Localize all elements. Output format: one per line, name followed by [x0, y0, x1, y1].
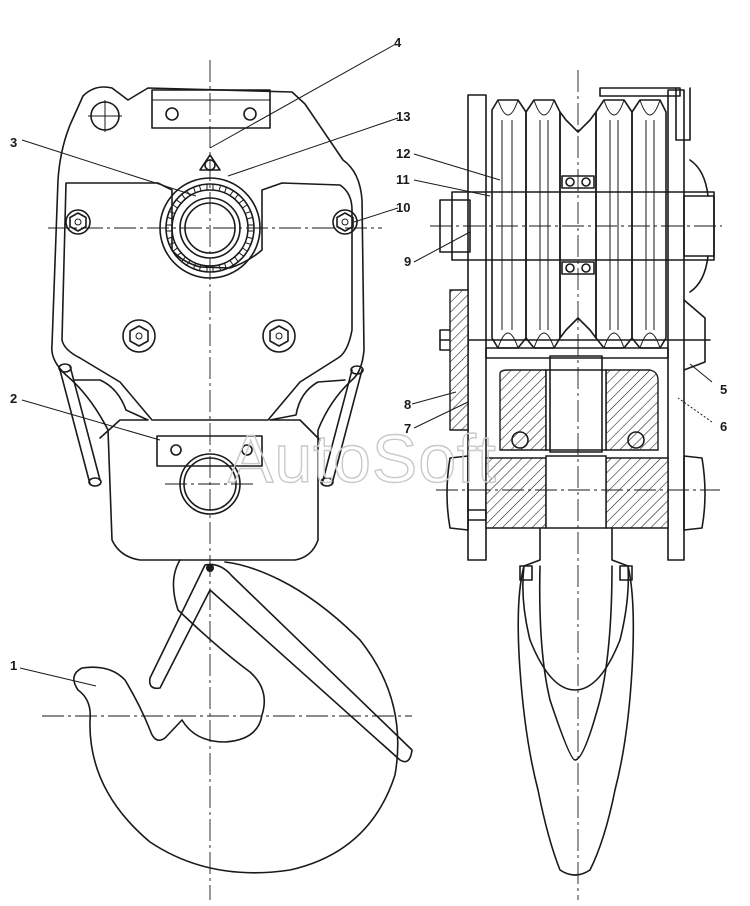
leader-lines [19, 44, 713, 687]
nut-tooth [181, 256, 191, 267]
nut-tooth [192, 262, 202, 272]
callout-6: 6 [720, 419, 727, 434]
nut-tooth [206, 183, 214, 191]
nut-icon [122, 319, 156, 353]
nut-tooth [229, 256, 239, 267]
side-view-centerlines [430, 70, 722, 900]
callout-8: 8 [404, 397, 411, 412]
callout-4: 4 [394, 35, 402, 50]
nut-tooth [218, 262, 228, 272]
callout-10: 10 [396, 200, 410, 215]
callout-11: 11 [396, 172, 410, 187]
front-view-centerlines [42, 60, 412, 900]
right-side-plate [667, 89, 685, 561]
callout-1: 1 [10, 658, 17, 673]
nut-icon [65, 209, 91, 235]
watermark-text: AutoSoft [228, 421, 497, 497]
nut-tooth [244, 210, 254, 220]
nut-tooth [244, 236, 254, 246]
callout-labels: 1 2 3 4 13 10 12 11 9 8 7 5 6 [10, 35, 727, 673]
side-section-view [439, 87, 715, 876]
hook-shank-side [517, 527, 635, 876]
callout-3: 3 [10, 135, 17, 150]
guard-rod-left [58, 363, 149, 487]
nut-tooth [238, 199, 249, 209]
inner-cheek-outline [61, 182, 353, 421]
safety-latch [148, 563, 413, 763]
callout-9: 9 [404, 254, 411, 269]
nut-tooth [238, 247, 249, 257]
cheek-plate-outline [50, 86, 365, 561]
bolt-icon [165, 107, 179, 121]
hook-body [73, 559, 399, 874]
sheave-stack [491, 99, 667, 349]
callout-2: 2 [10, 391, 17, 406]
nut-tooth [229, 189, 239, 200]
nut-tooth [218, 184, 228, 194]
callout-13: 13 [396, 109, 410, 124]
callout-5: 5 [720, 382, 727, 397]
nut-tooth [166, 210, 176, 220]
nut-icon [332, 209, 358, 235]
nut-icon [262, 319, 296, 353]
nut-tooth [166, 236, 176, 246]
callout-7: 7 [404, 421, 411, 436]
nut-tooth [171, 199, 182, 209]
nut-tooth [192, 184, 202, 194]
guard-rod-right [269, 365, 364, 487]
nut-tooth [171, 247, 182, 257]
bolt-icon [243, 107, 257, 121]
crosshead-section [485, 355, 669, 529]
lower-bracket [156, 435, 263, 467]
top-bracket [151, 89, 271, 129]
callout-12: 12 [396, 146, 410, 161]
